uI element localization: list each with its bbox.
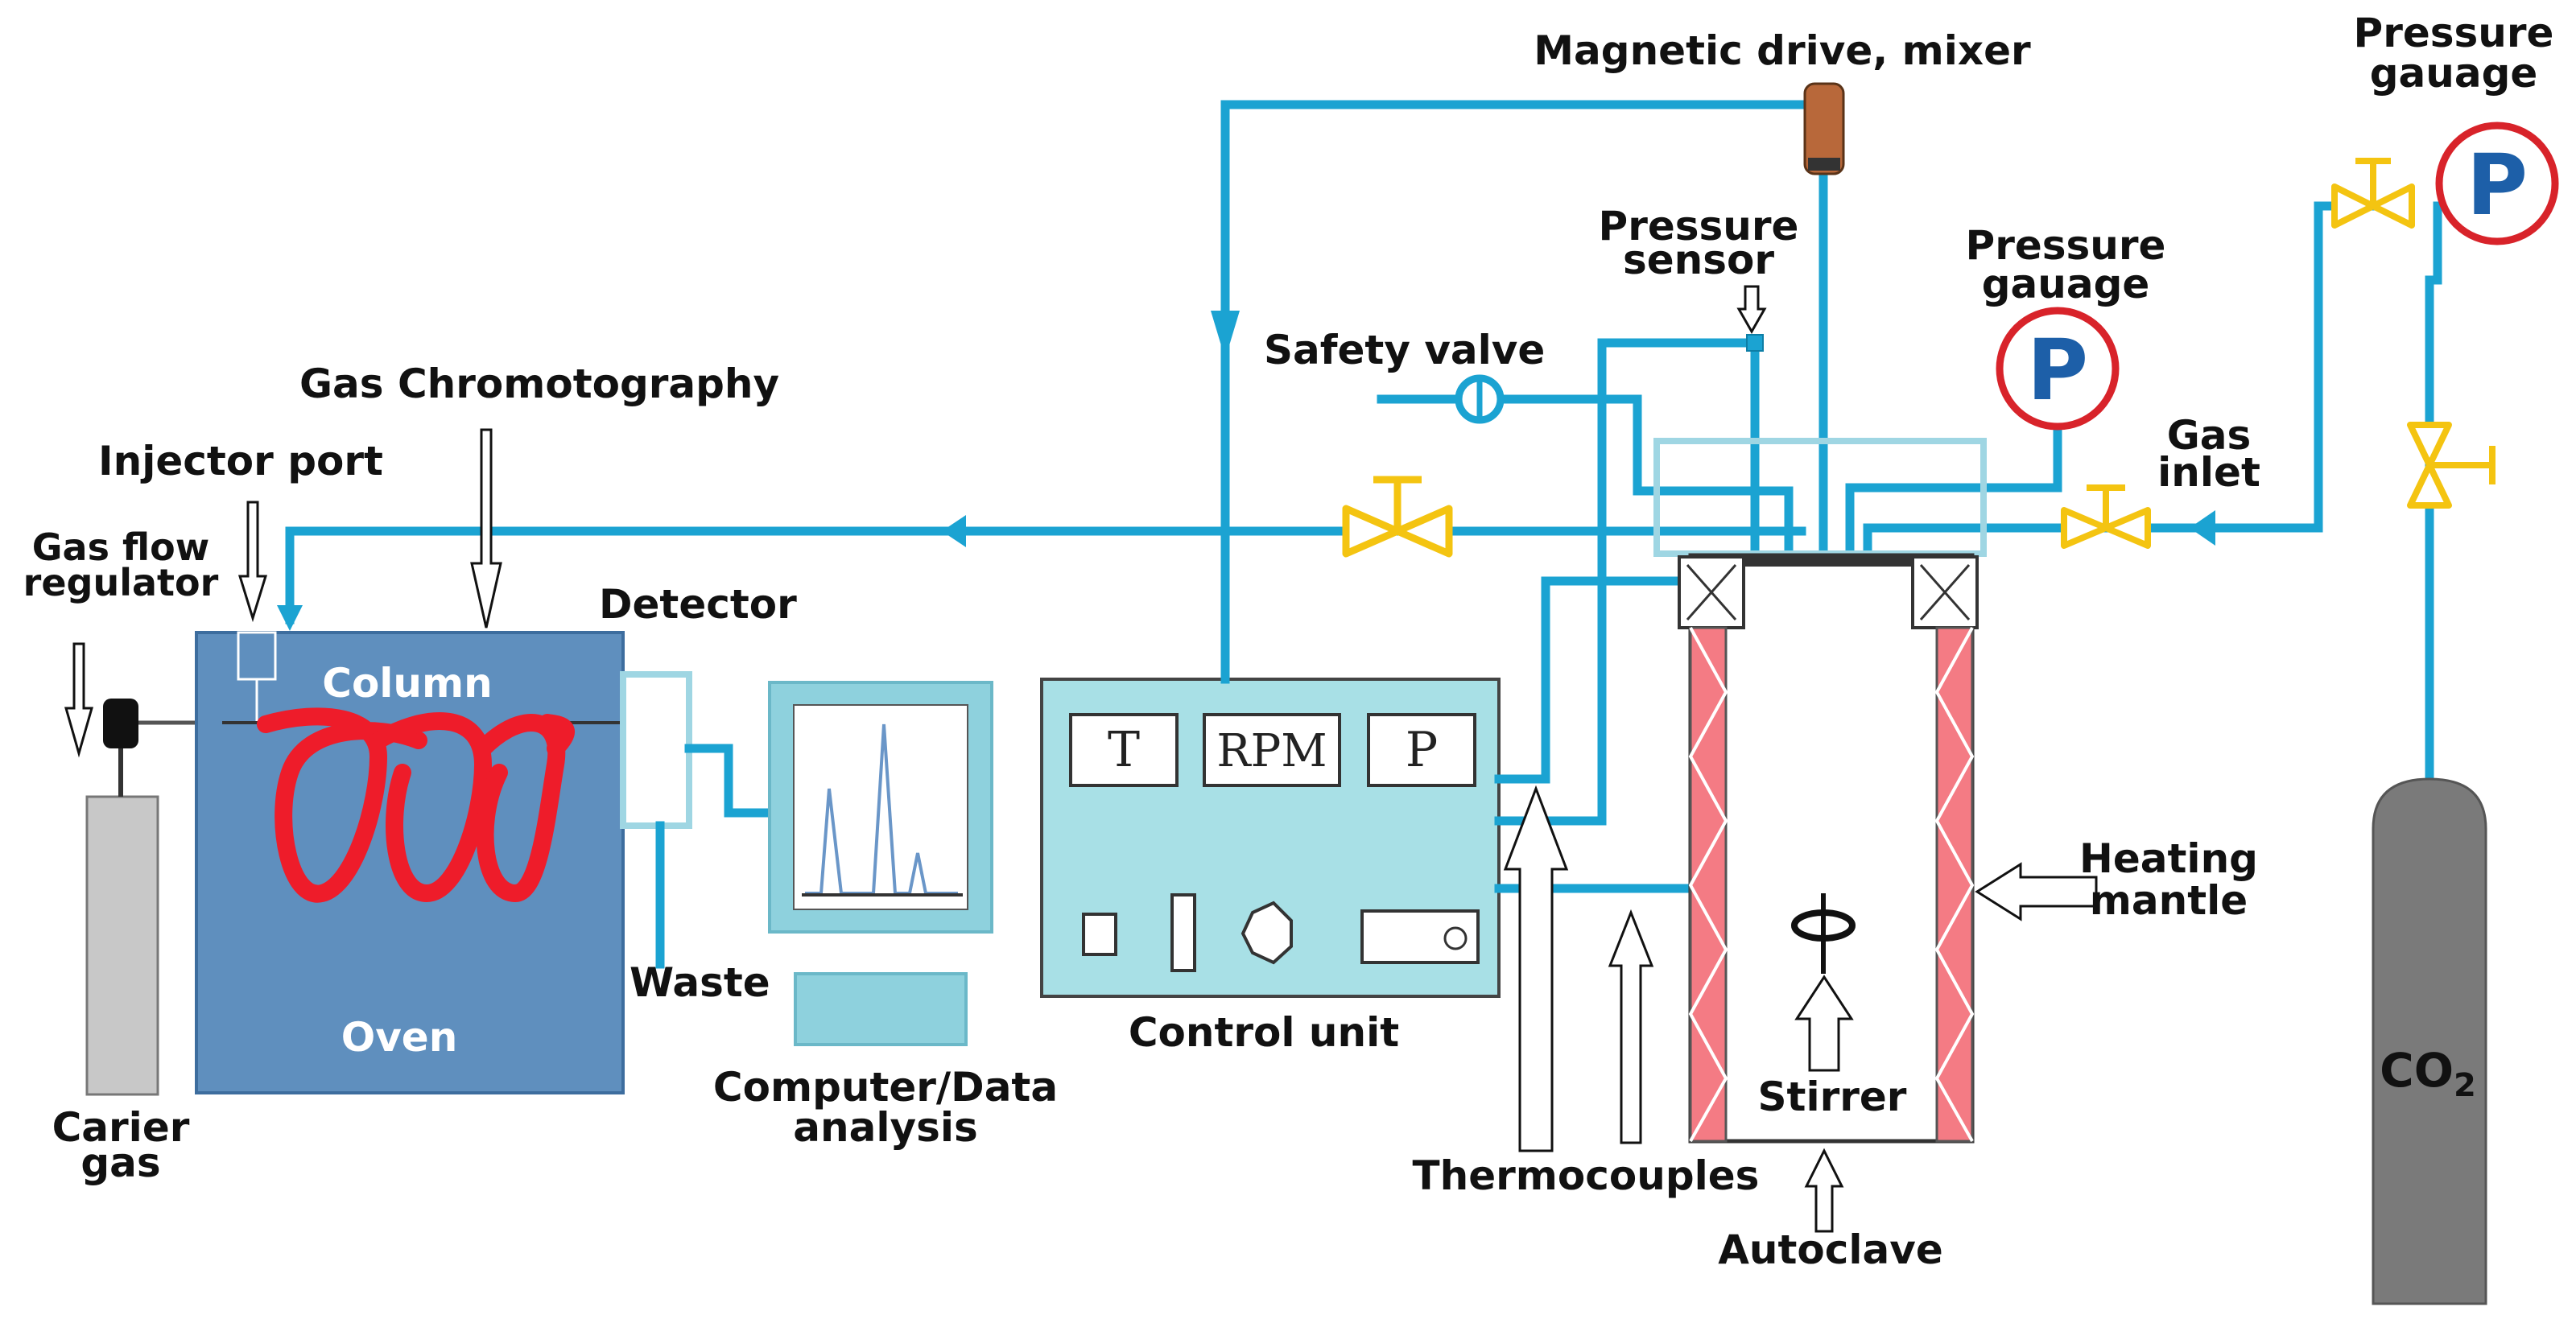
label-magnetic-drive: Magnetic drive, mixer	[1534, 27, 2031, 74]
safety-valve-symbol	[1455, 374, 1505, 424]
label-autoclave: Autoclave	[1718, 1226, 1943, 1273]
pressure-gauge-mid	[1996, 307, 2120, 431]
label-gas-flow-regulator-2: regulator	[23, 561, 219, 604]
label-injector-port: Injector port	[98, 438, 383, 484]
label-co2-subscript: 2	[2454, 1067, 2476, 1104]
label-heating-mantle-1: Heating	[2079, 835, 2258, 882]
co2-cylinder	[2372, 777, 2487, 1305]
label-heating-mantle-2: mantle	[2090, 877, 2248, 924]
label-co2-main: CO	[2380, 1043, 2454, 1098]
pressure-gauge-mid-letter: P	[2027, 321, 2088, 419]
stirrer	[1791, 893, 1856, 974]
gas-inlet-valve	[2061, 484, 2151, 549]
gc-line-valve	[1342, 476, 1453, 558]
chromatogram-trace	[805, 723, 958, 895]
pressure-gauge-top-letter: P	[2467, 136, 2528, 234]
label-pressure-sensor-1: Pressure	[1599, 203, 1799, 249]
magnetic-drive	[1803, 82, 1845, 175]
pointer-arrows	[64, 285, 2098, 1233]
gc-oven	[195, 631, 625, 1094]
label-gas-chromatography: Gas Chromotography	[299, 361, 779, 407]
display-t: T	[1108, 722, 1140, 778]
carrier-gas-cylinder	[85, 699, 159, 1096]
computer	[768, 681, 993, 1046]
label-control-unit: Control unit	[1129, 1009, 1399, 1056]
label-carrier-gas-1: Carier	[52, 1104, 190, 1151]
label-pressure-gauge-mid-2: gauage	[1982, 261, 2150, 307]
label-pressure-gauge-mid-1: Pressure	[1966, 222, 2166, 269]
label-gas-inlet-1: Gas	[2167, 412, 2252, 459]
label-carrier-gas-2: gas	[80, 1140, 160, 1186]
flow-arrows	[277, 311, 2215, 631]
detector	[620, 671, 692, 829]
label-oven: Oven	[341, 1014, 458, 1061]
label-pressure-gauge-top-1: Pressure	[2354, 10, 2554, 56]
label-computer-1: Computer/Data	[713, 1064, 1058, 1111]
control-unit	[1040, 678, 1501, 998]
display-rpm: RPM	[1216, 725, 1327, 777]
label-column: Column	[322, 660, 492, 707]
label-gas-inlet-2: inlet	[2157, 449, 2260, 496]
heating-mantle	[1688, 626, 1975, 1143]
label-co2: CO2	[2380, 1043, 2476, 1104]
display-p: P	[1406, 722, 1438, 778]
gc-column-coil	[257, 707, 575, 903]
detector-to-computer-pipe	[684, 744, 774, 818]
label-stirrer: Stirrer	[1758, 1074, 1907, 1120]
pressure-gauge-top	[2435, 122, 2559, 245]
label-computer-2: analysis	[793, 1104, 977, 1151]
label-waste: Waste	[630, 959, 770, 1006]
pressure-sensor	[1746, 334, 1764, 352]
co2-top-valve	[2331, 158, 2415, 229]
label-pressure-gauge-top-2: gauage	[2370, 50, 2538, 97]
co2-cylinder-valve	[2407, 422, 2496, 509]
label-safety-valve: Safety valve	[1264, 327, 1545, 373]
label-detector: Detector	[599, 581, 797, 628]
label-gas-flow-regulator-1: Gas flow	[32, 526, 209, 569]
label-thermocouples: Thermocouples	[1413, 1152, 1760, 1199]
label-pressure-sensor-2: sensor	[1623, 237, 1774, 283]
